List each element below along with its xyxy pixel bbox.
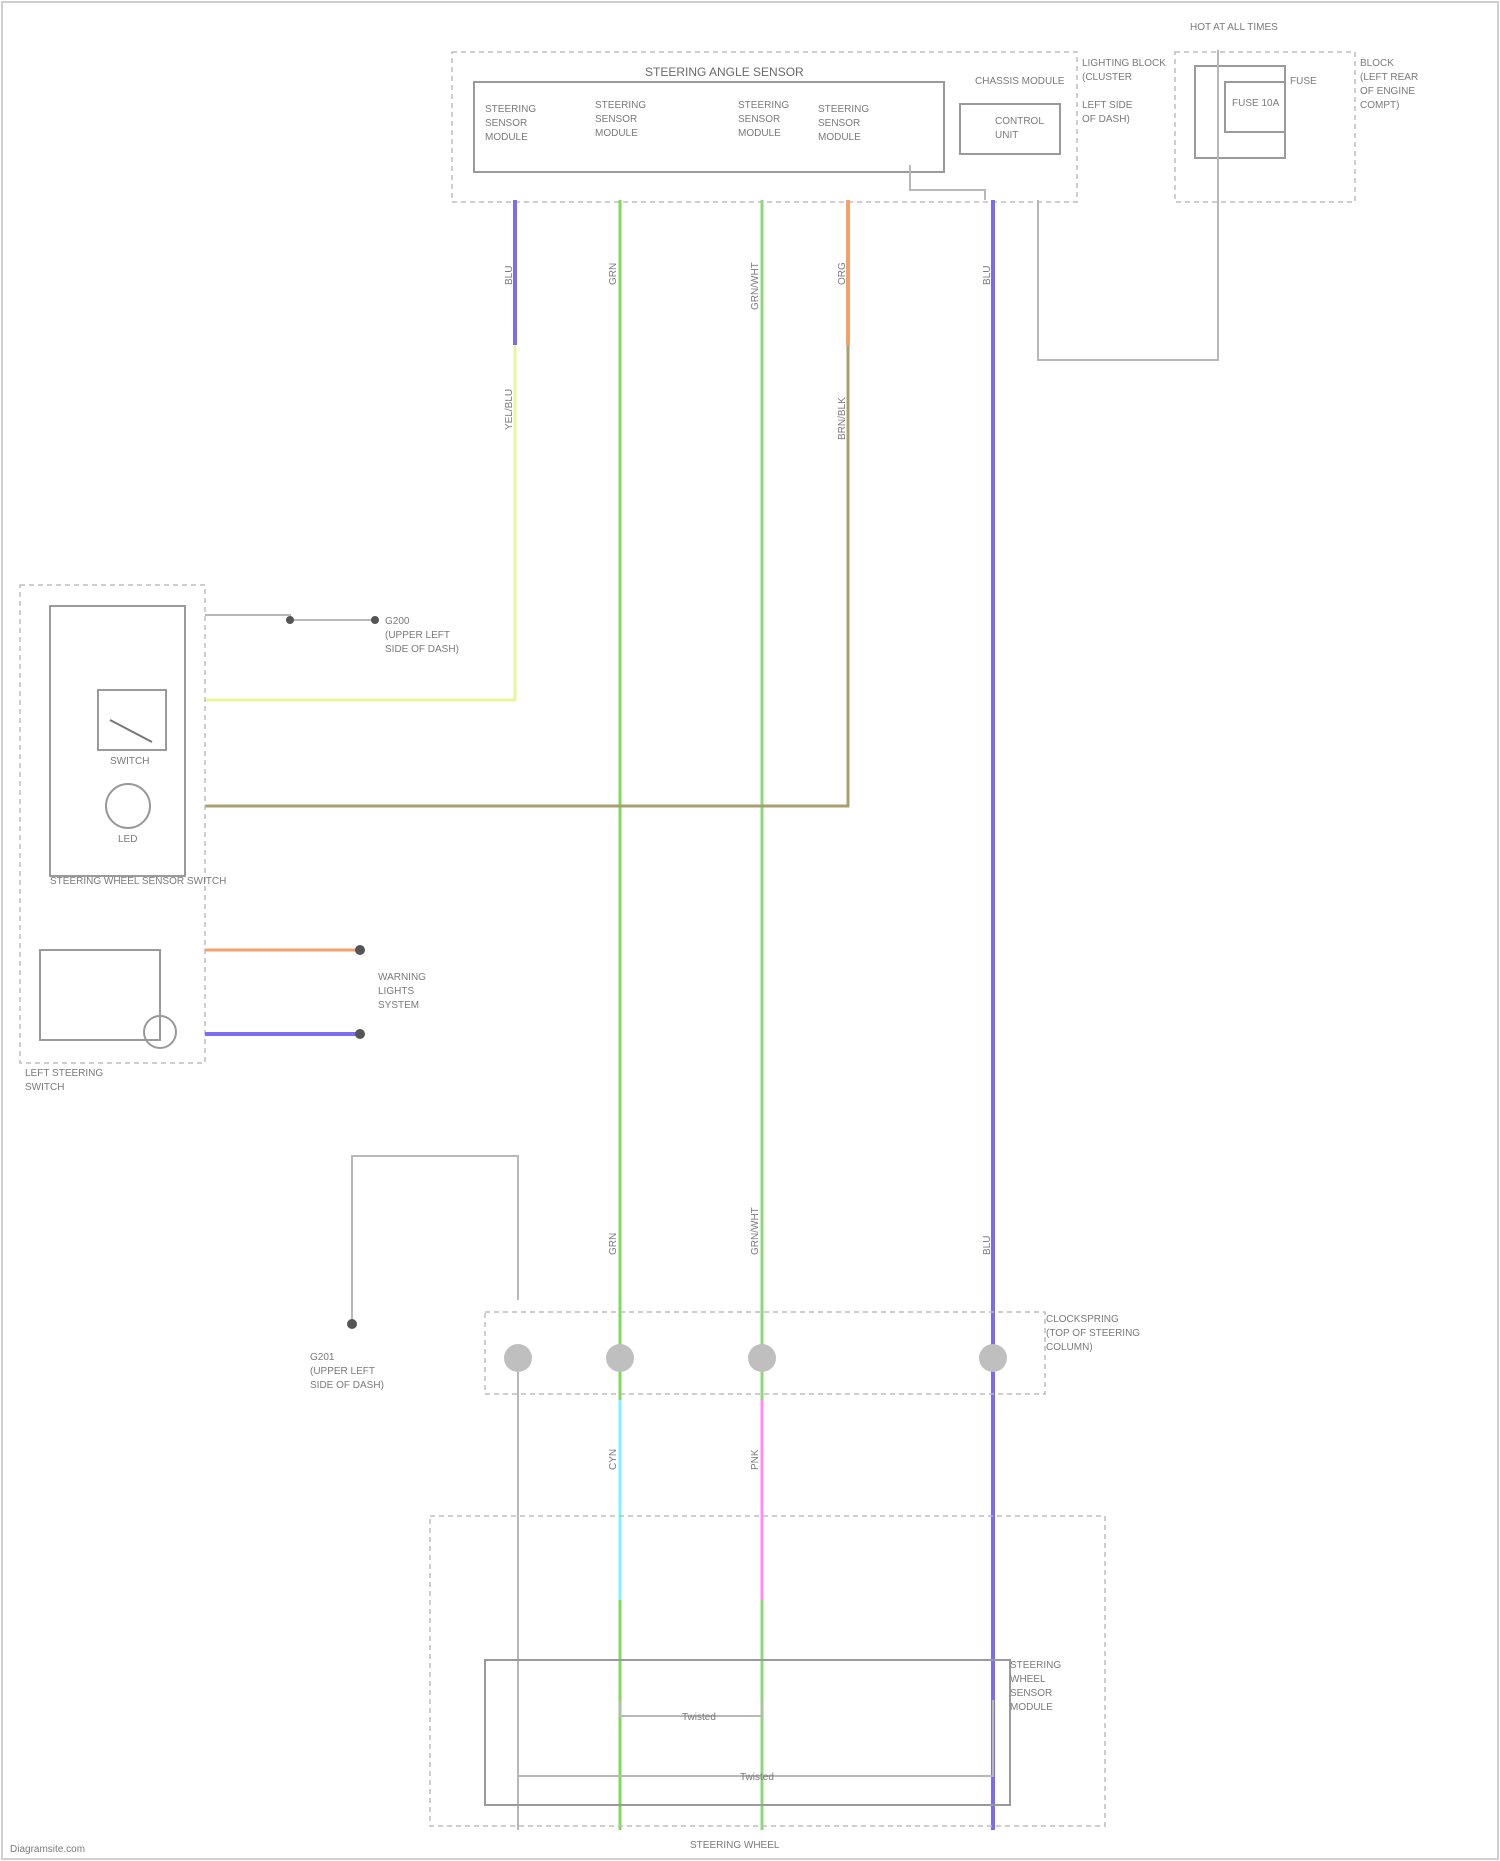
switch-contact bbox=[110, 720, 152, 742]
svg-text:MODULE: MODULE bbox=[595, 128, 638, 139]
svg-text:CLOCKSPRING: CLOCKSPRING bbox=[1046, 1314, 1119, 1325]
svg-text:SENSOR: SENSOR bbox=[1010, 1688, 1052, 1699]
sas-module-title: STEERING ANGLE SENSOR bbox=[645, 65, 804, 79]
led-icon bbox=[106, 784, 150, 828]
svg-text:SENSOR: SENSOR bbox=[485, 118, 527, 129]
ground-loop-wire bbox=[352, 1156, 518, 1320]
svg-text:(TOP OF STEERING: (TOP OF STEERING bbox=[1046, 1328, 1140, 1339]
internal-link bbox=[910, 165, 985, 200]
wire-group bbox=[205, 200, 993, 1830]
svg-text:MODULE: MODULE bbox=[738, 128, 781, 139]
svg-text:SWITCH: SWITCH bbox=[110, 756, 149, 767]
code-brn-blk: BRN/BLK bbox=[837, 397, 848, 440]
svg-text:SENSOR: SENSOR bbox=[595, 114, 637, 125]
svg-text:COMPT): COMPT) bbox=[1360, 100, 1399, 111]
clockspring-pin-2 bbox=[606, 1344, 634, 1372]
svg-text:WHEEL: WHEEL bbox=[1010, 1674, 1046, 1685]
code-blu: BLU bbox=[504, 266, 515, 285]
clockspring-pin-1 bbox=[504, 1344, 532, 1372]
clockspring-pin-3 bbox=[748, 1344, 776, 1372]
code-pnk: PNK bbox=[750, 1449, 761, 1470]
pin-label-stack-4: STEERING SENSOR MODULE bbox=[818, 104, 869, 143]
svg-text:(UPPER LEFT: (UPPER LEFT bbox=[385, 630, 450, 641]
code-org: ORG bbox=[837, 262, 848, 285]
svg-text:CONTROL: CONTROL bbox=[995, 116, 1044, 127]
svg-text:STEERING: STEERING bbox=[595, 100, 646, 111]
fuse-hot-label: HOT AT ALL TIMES bbox=[1190, 22, 1278, 33]
svg-text:BLOCK: BLOCK bbox=[1360, 58, 1394, 69]
svg-text:(UPPER LEFT: (UPPER LEFT bbox=[310, 1366, 375, 1377]
svg-text:LIGHTING BLOCK: LIGHTING BLOCK bbox=[1082, 58, 1166, 69]
steering-wheel-label: STEERING WHEEL bbox=[690, 1840, 780, 1851]
wire-yel-blu bbox=[205, 345, 515, 700]
clockspring-pin-4 bbox=[979, 1344, 1007, 1372]
steering-switch-box bbox=[20, 585, 205, 1063]
svg-text:LIGHTS: LIGHTS bbox=[378, 986, 414, 997]
svg-text:G201: G201 bbox=[310, 1352, 335, 1363]
fuse-block-inner bbox=[1195, 66, 1285, 158]
svg-text:COLUMN): COLUMN) bbox=[1046, 1342, 1093, 1353]
svg-text:(CLUSTER: (CLUSTER bbox=[1082, 72, 1132, 83]
sas-module-inner bbox=[474, 82, 944, 172]
fuse-block-box bbox=[1175, 52, 1355, 202]
chassis-module-title: CHASSIS MODULE bbox=[975, 76, 1065, 87]
code-grn: GRN bbox=[608, 263, 619, 285]
svg-text:MODULE: MODULE bbox=[818, 132, 861, 143]
svg-text:LEFT STEERING: LEFT STEERING bbox=[25, 1068, 103, 1079]
code-grn-2: GRN bbox=[608, 1233, 619, 1255]
code-cyn: CYN bbox=[608, 1449, 619, 1470]
code-grn-wht: GRN/WHT bbox=[750, 262, 761, 310]
svg-text:OF ENGINE: OF ENGINE bbox=[1360, 86, 1415, 97]
svg-text:(LEFT REAR: (LEFT REAR bbox=[1360, 72, 1418, 83]
svg-text:MODULE: MODULE bbox=[485, 132, 528, 143]
svg-text:LEFT SIDE: LEFT SIDE bbox=[1082, 100, 1133, 111]
svg-text:WARNING: WARNING bbox=[378, 972, 426, 983]
chassis-module-box bbox=[960, 104, 1060, 154]
ground-bottom-group: G201 (UPPER LEFT SIDE OF DASH) bbox=[310, 1156, 518, 1391]
svg-text:SENSOR: SENSOR bbox=[738, 114, 780, 125]
svg-text:STEERING: STEERING bbox=[818, 104, 869, 115]
warning-loop-box bbox=[40, 950, 160, 1040]
wheel-module-box bbox=[485, 1660, 1010, 1805]
code-grn-wht-2: GRN/WHT bbox=[750, 1207, 761, 1255]
steering-switch-group: SWITCH LED STEERING WHEEL SENSOR SWITCH … bbox=[20, 585, 459, 1093]
svg-text:SIDE OF DASH): SIDE OF DASH) bbox=[385, 644, 459, 655]
switch-element bbox=[98, 690, 166, 750]
pin-label-stack-3: STEERING SENSOR MODULE bbox=[738, 100, 789, 139]
svg-text:UNIT: UNIT bbox=[995, 130, 1018, 141]
wire-codes: BLU YEL/BLU GRN GRN GRN/WHT GRN/WHT ORG … bbox=[504, 262, 993, 1470]
svg-text:STEERING: STEERING bbox=[1010, 1660, 1061, 1671]
svg-text:SIDE OF DASH): SIDE OF DASH) bbox=[310, 1380, 384, 1391]
svg-text:Twisted: Twisted bbox=[682, 1712, 716, 1723]
clockspring-group: CLOCKSPRING (TOP OF STEERING COLUMN) bbox=[485, 1312, 1140, 1830]
code-yel-blu: YEL/BLU bbox=[504, 389, 515, 430]
svg-text:G200: G200 bbox=[385, 616, 410, 627]
svg-text:FUSE 10A: FUSE 10A bbox=[1232, 98, 1280, 109]
code-blu-main: BLU bbox=[982, 266, 993, 285]
fuse-feed-wire bbox=[1038, 50, 1218, 360]
top-module-group: STEERING ANGLE SENSOR STEERING SENSOR MO… bbox=[452, 52, 1166, 202]
svg-text:STEERING: STEERING bbox=[738, 100, 789, 111]
code-blu-main-2: BLU bbox=[982, 1236, 993, 1255]
wire-brn-blk bbox=[205, 345, 848, 806]
pin-label-stack-1: STEERING SENSOR MODULE bbox=[485, 104, 536, 143]
svg-text:Twisted: Twisted bbox=[740, 1772, 774, 1783]
svg-text:SENSOR: SENSOR bbox=[818, 118, 860, 129]
svg-text:SWITCH: SWITCH bbox=[25, 1082, 64, 1093]
footer-credit: Diagramsite.com bbox=[10, 1844, 85, 1855]
svg-text:OF DASH): OF DASH) bbox=[1082, 114, 1130, 125]
svg-text:FUSE: FUSE bbox=[1290, 76, 1317, 87]
twisted-pair-b bbox=[518, 1700, 993, 1776]
pin-label-stack-2: STEERING SENSOR MODULE bbox=[595, 100, 646, 139]
steering-wheel-group: Twisted Twisted STEERING WHEEL SENSOR MO… bbox=[430, 1516, 1105, 1851]
switch-title: STEERING WHEEL SENSOR SWITCH bbox=[50, 876, 226, 887]
svg-text:SYSTEM: SYSTEM bbox=[378, 1000, 419, 1011]
svg-text:LED: LED bbox=[118, 834, 137, 845]
svg-text:MODULE: MODULE bbox=[1010, 1702, 1053, 1713]
svg-text:STEERING: STEERING bbox=[485, 104, 536, 115]
